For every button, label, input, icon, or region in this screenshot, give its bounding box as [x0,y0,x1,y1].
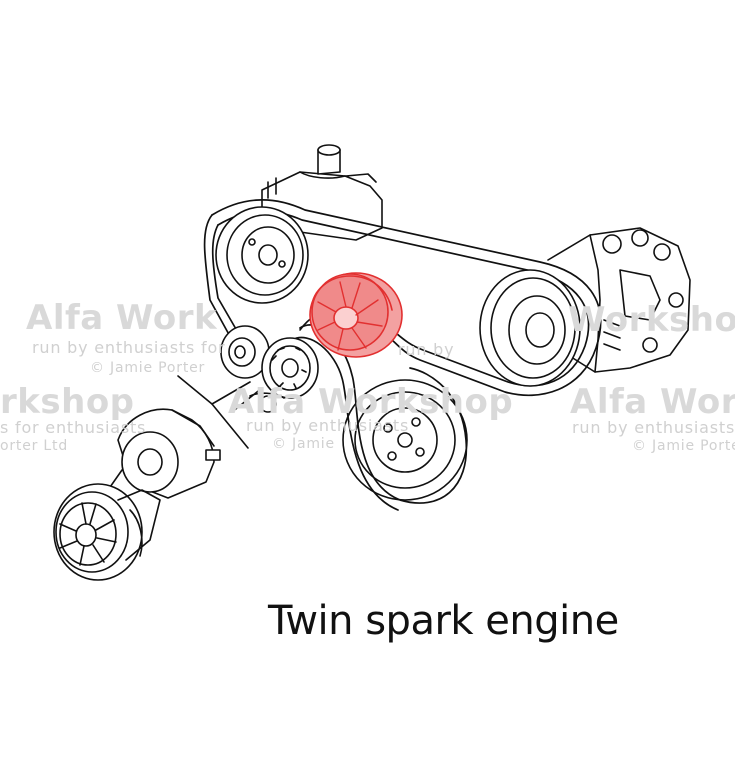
lower-belt-run [291,324,468,511]
highlighted-idler-pulley [309,272,403,358]
ac-compressor [547,227,691,373]
diagram-caption: Twin spark engine [268,598,619,644]
leader-lines [177,375,263,449]
steering-pump-pulley [215,206,309,304]
idler-pulleys [220,325,319,413]
belt-tensioner-assembly [53,408,221,581]
crankshaft-pulley [299,306,468,501]
compressor-pulley [479,269,581,387]
